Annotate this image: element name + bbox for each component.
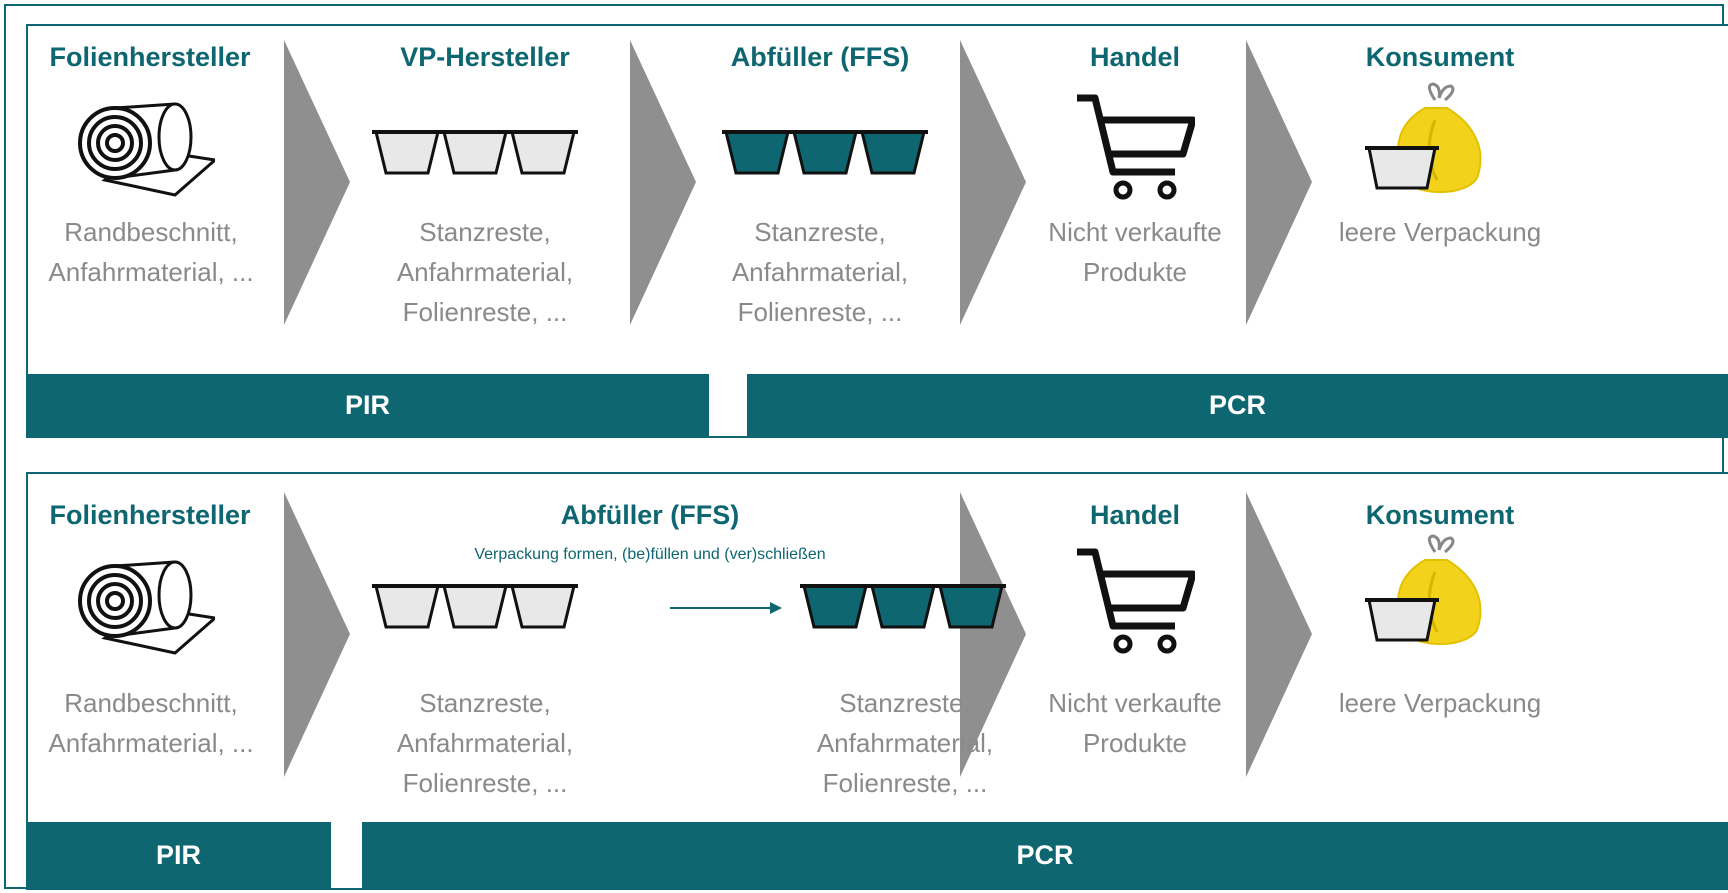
stage-title-abfueller: Abfüller (FFS) [730, 42, 910, 72]
pcr-bar: PCR [362, 822, 1728, 888]
pir-bar: PIR [26, 374, 709, 436]
desc-line: Nicht verkaufte [1048, 688, 1222, 718]
desc-line: Stanzreste, [419, 688, 551, 718]
stage-title-folienhersteller: Folienhersteller [49, 42, 251, 72]
desc-line: Folienreste, ... [402, 297, 568, 327]
stage-title-konsument: Konsument [1365, 42, 1515, 72]
desc-line: Stanzreste, [839, 688, 971, 718]
chevron-arrow-icon [960, 40, 1026, 325]
stage-desc: Nicht verkaufte Produkte [1030, 212, 1240, 292]
stage-desc: Randbeschnitt, Anfahrmaterial, ... [26, 212, 276, 292]
desc-line: Anfahrmaterial, ... [48, 257, 254, 287]
film-roll-icon [78, 560, 215, 655]
desc-line: Produkte [1082, 728, 1188, 758]
stage-desc: Stanzreste, Anfahrmaterial, Folienreste,… [350, 683, 620, 803]
stage-title-vp-hersteller: VP-Hersteller [400, 42, 570, 72]
filled-trays-icon [722, 130, 928, 175]
desc-line: Anfahrmaterial, ... [48, 728, 254, 758]
desc-line: Anfahrmaterial, [396, 257, 574, 287]
desc-line: Folienreste, ... [402, 768, 568, 798]
pcr-bar: PCR [747, 374, 1728, 436]
stage-title-handel: Handel [1089, 500, 1181, 530]
desc-line: Anfahrmaterial, [816, 728, 994, 758]
shopping-cart-icon [1077, 94, 1195, 200]
desc-line: Anfahrmaterial, [731, 257, 909, 287]
stage-title-folienhersteller: Folienhersteller [49, 500, 251, 530]
stage-desc: Nicht verkaufte Produkte [1030, 683, 1240, 763]
desc-line: Folienreste, ... [737, 297, 903, 327]
chevron-arrow-icon [284, 492, 350, 777]
filled-trays-icon [800, 584, 1006, 629]
film-roll-icon [78, 102, 215, 197]
desc-line: leere Verpackung [1338, 688, 1542, 718]
desc-line: leere Verpackung [1338, 217, 1542, 247]
desc-line: Randbeschnitt, [64, 217, 238, 247]
stage-desc: leere Verpackung [1315, 683, 1565, 723]
stage-desc: Randbeschnitt, Anfahrmaterial, ... [26, 683, 276, 763]
desc-line: Produkte [1082, 257, 1188, 287]
stage-title-konsument: Konsument [1365, 500, 1515, 530]
desc-line: Nicht verkaufte [1048, 217, 1222, 247]
trash-bag-icon [1365, 82, 1482, 194]
chevron-arrow-icon [960, 492, 1026, 777]
chevron-arrow-icon [1246, 40, 1312, 325]
trash-bag-icon [1365, 534, 1482, 646]
stage-title-handel: Handel [1089, 42, 1181, 72]
stage-desc: Stanzreste, Anfahrmaterial, Folienreste,… [785, 683, 1025, 803]
desc-line: Anfahrmaterial, [396, 728, 574, 758]
desc-line: Stanzreste, [419, 217, 551, 247]
chevron-arrow-icon [1246, 492, 1312, 777]
arrow-right-icon [670, 602, 782, 614]
stage-desc: Stanzreste, Anfahrmaterial, Folienreste,… [350, 212, 620, 332]
chevron-arrow-icon [630, 40, 696, 325]
stage-title-abfueller: Abfüller (FFS) [560, 500, 740, 530]
desc-line: Folienreste, ... [822, 768, 988, 798]
shopping-cart-icon [1077, 548, 1195, 654]
stage-desc: Stanzreste, Anfahrmaterial, Folienreste,… [700, 212, 940, 332]
stage-subtitle: Verpackung formen, (be)füllen und (ver)s… [474, 546, 826, 563]
empty-trays-icon [372, 130, 578, 175]
stage-desc: leere Verpackung [1315, 212, 1565, 252]
pir-bar: PIR [26, 822, 331, 888]
desc-line: Stanzreste, [754, 217, 886, 247]
desc-line: Randbeschnitt, [64, 688, 238, 718]
chevron-arrow-icon [284, 40, 350, 325]
empty-trays-icon [372, 584, 578, 629]
